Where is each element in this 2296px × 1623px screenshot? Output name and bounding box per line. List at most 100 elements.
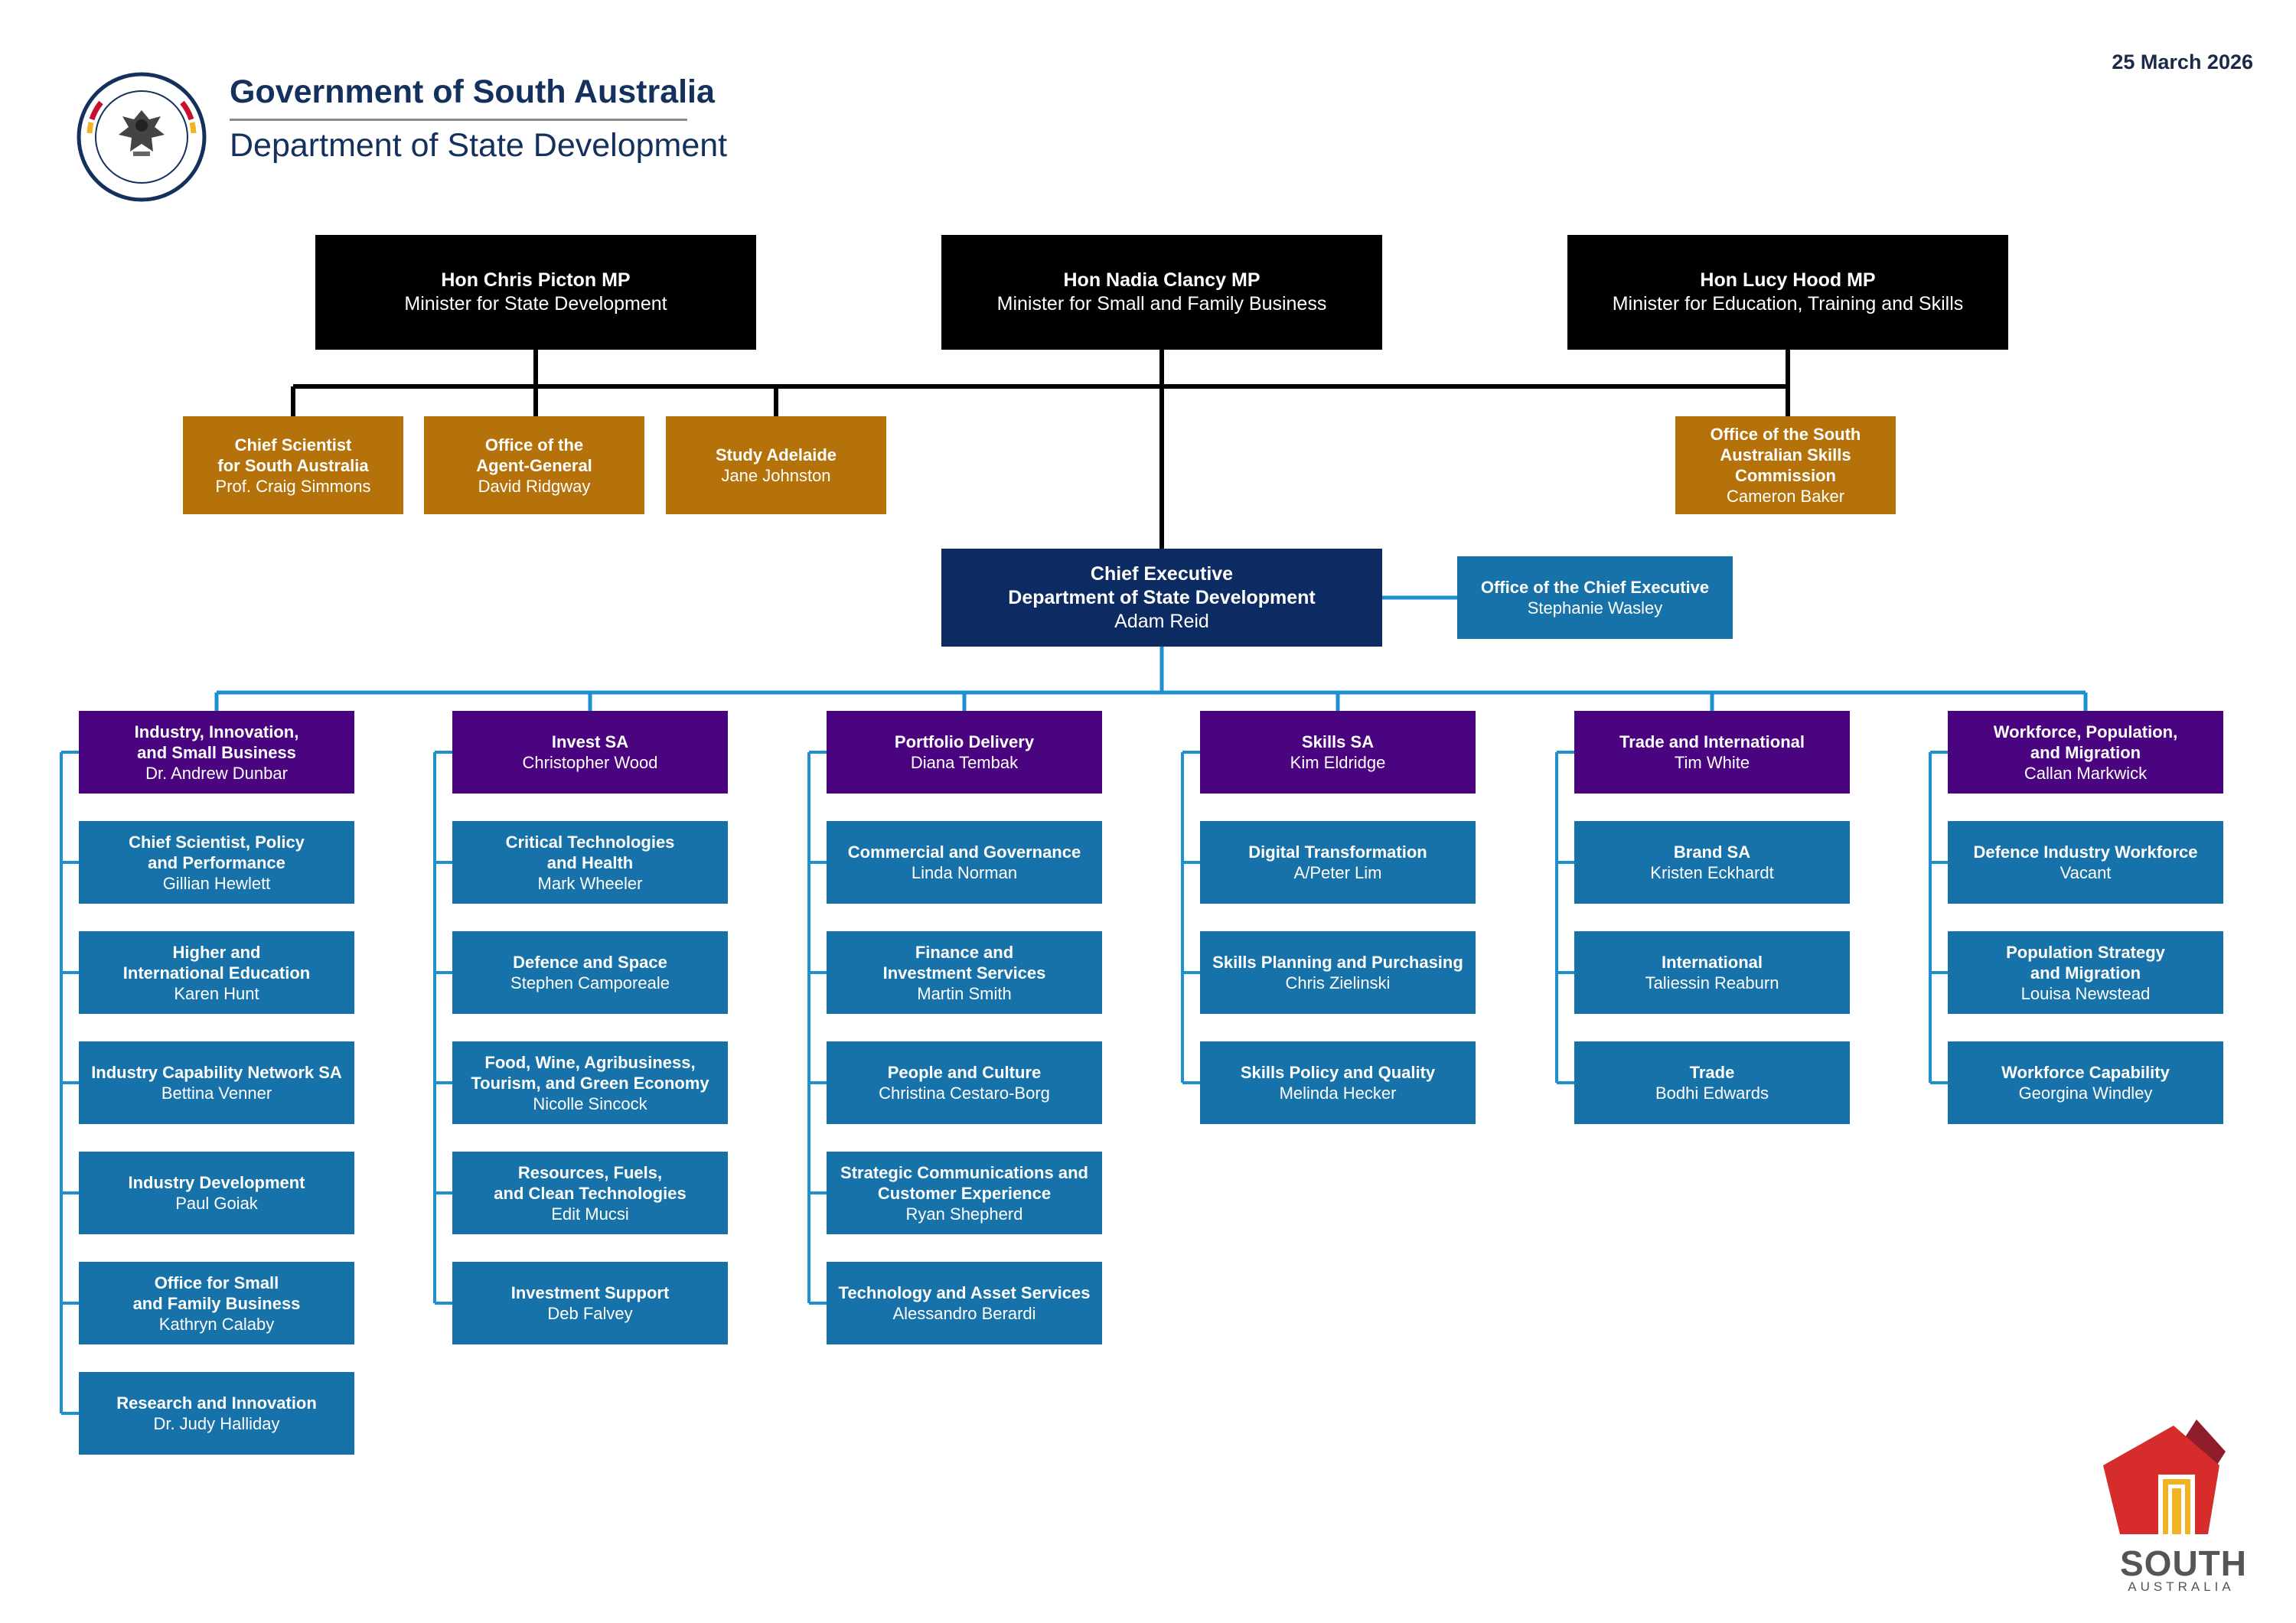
unit-head: Louisa Newstead [2020, 983, 2151, 1003]
unit-title: Industry Capability Network SA [91, 1063, 342, 1082]
agency-head: Prof. Craig Simmons [215, 476, 371, 496]
unit-title: Finance and Investment Services [882, 942, 1046, 983]
unit-head: Mark Wheeler [537, 873, 643, 893]
unit-title: Office for Small and Family Business [132, 1273, 301, 1313]
agency-box: Chief Scientist for South Australia Prof… [183, 416, 403, 514]
unit-head: Kathryn Calaby [158, 1314, 275, 1334]
unit-head: Nicolle Sincock [533, 1093, 647, 1113]
unit-head: Kristen Eckhardt [1650, 863, 1774, 882]
unit-head: Bodhi Edwards [1655, 1084, 1769, 1103]
unit-head: Stephen Camporeale [510, 973, 670, 992]
unit-head: Bettina Venner [161, 1084, 272, 1103]
division-head: Kim Eldridge [1290, 753, 1386, 772]
division-box: Skills SA Kim Eldridge [1200, 711, 1476, 794]
south-australia-logo-icon [2103, 1419, 2226, 1534]
division-head: Diana Tembak [910, 753, 1019, 772]
unit-head: Edit Mucsi [551, 1204, 629, 1224]
unit-head: Melinda Hecker [1279, 1084, 1397, 1103]
unit-title: Brand SA [1673, 842, 1751, 862]
office-chief-executive-name: Stephanie Wasley [1527, 598, 1663, 618]
agency-box: Office of the South Australian Skills Co… [1675, 416, 1896, 514]
minister-box: Hon Chris Picton MP Minister for State D… [315, 235, 756, 350]
minister-portfolio: Minister for Small and Family Business [996, 293, 1327, 314]
unit-head: Linda Norman [911, 863, 1018, 882]
division-title: Industry, Innovation, and Small Business [134, 722, 299, 762]
chart-date: 25 March 2026 [2112, 51, 2253, 73]
state-seal [77, 72, 207, 202]
unit-title: Critical Technologies and Health [505, 832, 675, 872]
unit-box: Food, Wine, Agribusiness, Tourism, and G… [452, 1041, 728, 1124]
logo-wordmark-south: SOUTH [2120, 1543, 2247, 1583]
agency-head: David Ridgway [478, 476, 591, 496]
agency-head: Cameron Baker [1726, 487, 1845, 506]
minister-name: Hon Chris Picton MP [441, 269, 631, 291]
unit-title: Chief Scientist, Policy and Performance [129, 832, 305, 872]
unit-head: Christina Cestaro-Borg [879, 1084, 1050, 1103]
department-title: Department of State Development [230, 127, 728, 164]
agency-title: Study Adelaide [715, 445, 837, 464]
office-chief-executive-box: Office of the Chief Executive Stephanie … [1457, 556, 1733, 639]
state-seal-icon [77, 72, 207, 202]
division-title: Trade and International [1619, 732, 1805, 751]
unit-title: Workforce Capability [2001, 1063, 2170, 1082]
unit-head: Karen Hunt [174, 983, 259, 1003]
unit-head: Chris Zielinski [1285, 973, 1391, 992]
division-head: Dr. Andrew Dunbar [145, 763, 288, 783]
minister-box: Hon Nadia Clancy MP Minister for Small a… [941, 235, 1382, 350]
unit-head: Martin Smith [917, 983, 1012, 1003]
unit-title: Resources, Fuels, and Clean Technologies [494, 1162, 687, 1203]
minister-box: Hon Lucy Hood MP Minister for Education,… [1567, 235, 2008, 350]
unit-title: Digital Transformation [1248, 842, 1427, 862]
division-title: Skills SA [1301, 732, 1375, 751]
unit-title: Research and Innovation [116, 1393, 317, 1413]
unit-box: Resources, Fuels, and Clean Technologies… [452, 1152, 728, 1234]
unit-head: A/Peter Lim [1293, 863, 1382, 882]
chief-executive-title: Chief Executive Department of State Deve… [1008, 562, 1316, 608]
division-title: Invest SA [551, 732, 629, 751]
government-title: Government of South Australia [230, 73, 715, 110]
division-title: Portfolio Delivery [894, 732, 1035, 751]
unit-title: Industry Development [128, 1173, 305, 1192]
unit-head: Georgina Windley [2018, 1084, 2153, 1103]
unit-head: Paul Goiak [175, 1194, 258, 1213]
unit-head: Dr. Judy Halliday [153, 1414, 280, 1433]
header-divider [230, 119, 687, 121]
unit-head: Ryan Shepherd [905, 1204, 1023, 1224]
unit-box: Strategic Communications and Customer Ex… [827, 1152, 1102, 1234]
unit-title: Strategic Communications and Customer Ex… [840, 1162, 1088, 1203]
south-australia-logo [2097, 1419, 2273, 1546]
agency-title: Office of the South Australian Skills Co… [1710, 425, 1861, 485]
unit-title: International [1661, 953, 1763, 972]
unit-head: Alessandro Berardi [892, 1304, 1036, 1323]
unit-title: Defence and Space [513, 953, 667, 972]
office-chief-executive-title: Office of the Chief Executive [1480, 578, 1710, 597]
unit-title: People and Culture [887, 1063, 1042, 1082]
unit-head: Taliessin Reaburn [1645, 973, 1779, 992]
unit-title: Commercial and Governance [847, 842, 1081, 862]
minister-portfolio: Minister for State Development [404, 293, 667, 314]
unit-title: Investment Support [510, 1283, 670, 1302]
agency-box: Study Adelaide Jane Johnston [666, 416, 886, 514]
unit-title: Skills Policy and Quality [1240, 1063, 1436, 1082]
minister-portfolio: Minister for Education, Training and Ski… [1612, 293, 1964, 314]
chief-executive-box: Chief Executive Department of State Deve… [941, 549, 1382, 647]
agency-head: Jane Johnston [721, 466, 831, 485]
unit-box: Industry Capability Network SA Bettina Ve… [79, 1041, 354, 1124]
unit-title: Trade [1689, 1063, 1735, 1082]
